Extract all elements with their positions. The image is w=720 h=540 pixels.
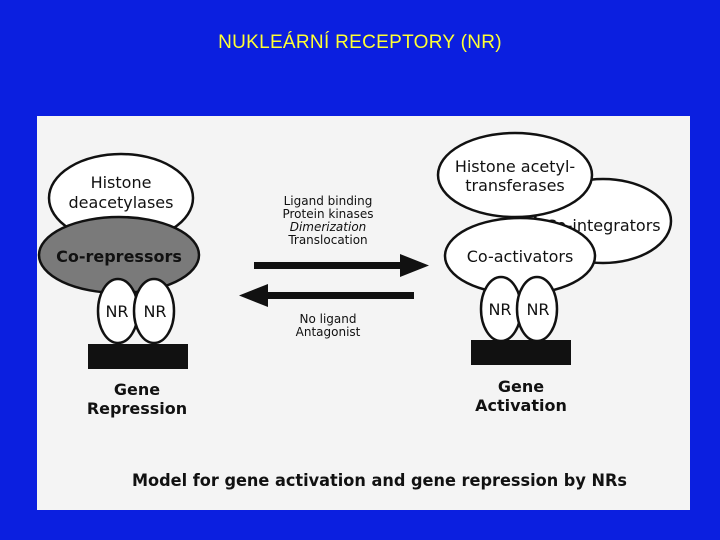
dna-bar-right xyxy=(471,340,571,365)
condition-ligand-binding: Ligand binding xyxy=(284,194,373,208)
nr-left-a-label: NR xyxy=(105,302,128,321)
condition-translocation: Translocation xyxy=(287,233,367,247)
condition-protein-kinases: Protein kinases xyxy=(282,207,373,221)
condition-antagonist: Antagonist xyxy=(296,325,361,339)
nr-model-figure: Histone deacetylases Co-repressors NR NR… xyxy=(37,116,690,510)
nr-left-b-ellipse xyxy=(132,277,176,345)
dna-bar-left xyxy=(88,344,188,369)
histone-acetyltransferases-label-2: transferases xyxy=(465,176,565,195)
condition-no-ligand: No ligand xyxy=(300,312,357,326)
slide-title: NUKLEÁRNÍ RECEPTORY (NR) xyxy=(218,32,502,53)
gene-repression-label-2: Repression xyxy=(87,399,187,418)
nr-right-b-label: NR xyxy=(526,300,549,319)
activation-arrow xyxy=(254,254,429,277)
histone-acetyltransferases-label-1: Histone acetyl- xyxy=(455,157,575,176)
figure-caption: Model for gene activation and gene repre… xyxy=(132,471,627,491)
histone-deacetylases-label-2: deacetylases xyxy=(69,193,174,212)
repression-arrow xyxy=(239,284,414,307)
gene-repression-label-1: Gene xyxy=(114,380,160,399)
nr-model-diagram: Histone deacetylases Co-repressors NR NR… xyxy=(37,131,673,491)
condition-dimerization: Dimerization xyxy=(290,220,367,234)
gene-activation-label-2: Activation xyxy=(475,396,567,415)
nr-left-b-label: NR xyxy=(143,302,166,321)
gene-activation-label-1: Gene xyxy=(498,377,544,396)
histone-deacetylases-label-1: Histone xyxy=(91,173,152,192)
corepressors-label: Co-repressors xyxy=(56,247,182,266)
nr-right-a-label: NR xyxy=(488,300,511,319)
co-activators-label: Co-activators xyxy=(467,247,574,266)
